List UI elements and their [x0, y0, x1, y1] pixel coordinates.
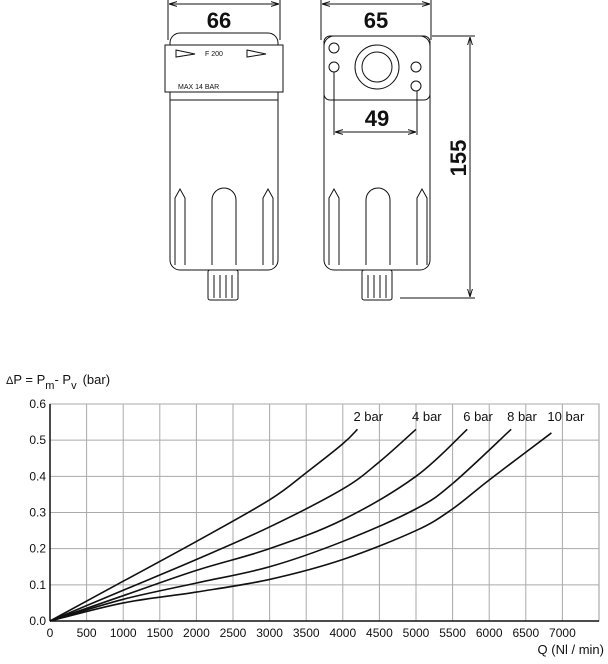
- model-label: F 200: [205, 51, 223, 58]
- series-line-8-bar: [49, 428, 512, 622]
- series-label: 4 bar: [412, 409, 442, 424]
- series-line-10-bar: [49, 432, 552, 622]
- x-tick-label: 3500: [293, 626, 320, 640]
- y-tick-label: 0.3: [29, 506, 46, 520]
- series-label: 2 bar: [353, 409, 383, 424]
- dimension-height: 155: [446, 140, 471, 177]
- series-line-2-bar: [49, 428, 359, 622]
- y-tick-label: 0.2: [29, 542, 46, 556]
- x-tick-label: 4000: [329, 626, 356, 640]
- y-axis-label: ΔP = Pm- Pv(bar): [6, 372, 110, 392]
- series-line-4-bar: [49, 428, 417, 622]
- y-tick-label: 0.1: [29, 578, 46, 592]
- x-tick-label: 4500: [366, 626, 393, 640]
- x-tick-label: 0: [47, 626, 54, 640]
- pressure-drop-chart: ΔP = Pm- Pv(bar) Q (Nl / min) 0.0 0.1 0.2 0…: [6, 372, 604, 657]
- dimension-hole-spacing: 49: [365, 106, 389, 131]
- dimension-width-side: 65: [364, 8, 388, 33]
- x-tick-label: 5000: [403, 626, 430, 640]
- flow-arrow-icon: [175, 49, 196, 58]
- mounting-hole-icon: [410, 61, 422, 73]
- side-view: [320, 0, 475, 301]
- x-axis-label: Q (Nl / min): [538, 642, 604, 657]
- y-tick-label: 0.4: [29, 469, 46, 483]
- x-tick-label: 500: [77, 626, 97, 640]
- dimension-width-front: 66: [207, 8, 231, 33]
- mounting-hole-icon: [410, 80, 422, 92]
- x-tick-label: 5500: [439, 626, 466, 640]
- x-tick-label: 2500: [220, 626, 247, 640]
- series-label: 10 bar: [547, 409, 585, 424]
- pressure-label: MAX 14 BAR: [178, 84, 219, 91]
- flow-arrow-icon: [246, 49, 267, 58]
- x-tick-label: 1000: [110, 626, 137, 640]
- x-tick-label: 7000: [549, 626, 576, 640]
- y-tick-label: 0.6: [29, 397, 46, 411]
- x-tick-label: 3000: [256, 626, 283, 640]
- series-line-6-bar: [49, 428, 468, 622]
- y-tick-label: 0.5: [29, 433, 46, 447]
- front-view: [164, 0, 284, 301]
- y-tick-label: 0.0: [29, 614, 46, 628]
- series-label: 6 bar: [463, 409, 493, 424]
- x-tick-label: 1500: [146, 626, 173, 640]
- x-tick-label: 6000: [476, 626, 503, 640]
- x-tick-label: 2000: [183, 626, 210, 640]
- series-label: 8 bar: [507, 409, 537, 424]
- x-tick-label: 6500: [512, 626, 539, 640]
- mounting-hole-icon: [328, 42, 340, 54]
